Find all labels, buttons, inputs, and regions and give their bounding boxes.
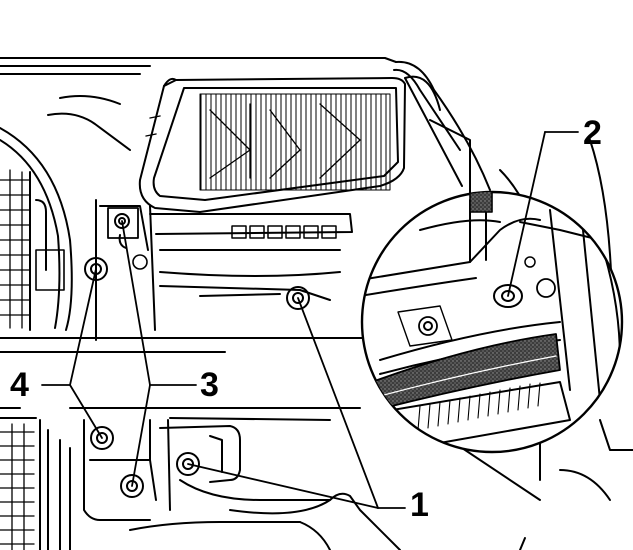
left-radiator-fins-top — [0, 169, 31, 329]
seal-hose — [371, 333, 561, 411]
magnifier-detail — [362, 192, 621, 451]
filter-housing — [138, 77, 406, 213]
vent-slots — [231, 225, 337, 239]
callout-3: 3 — [200, 366, 219, 404]
screw-4a — [84, 257, 108, 281]
fan-shroud — [0, 127, 73, 331]
magnifier-pointer — [404, 77, 463, 187]
seal-strip — [469, 192, 493, 213]
screw-3b — [120, 474, 144, 498]
leader-lines — [41, 131, 579, 509]
callout-4: 4 — [10, 366, 29, 404]
filter-element — [199, 93, 391, 191]
hood-edge — [0, 57, 397, 63]
callout-1: 1 — [410, 486, 429, 524]
screw-4b — [90, 426, 114, 450]
screw-2 — [493, 284, 523, 308]
left-radiator-fins-bottom — [0, 423, 35, 550]
screw-1a — [286, 286, 310, 310]
screw-1b — [176, 452, 200, 476]
screw-3a — [114, 213, 130, 229]
callout-2: 2 — [583, 114, 602, 152]
